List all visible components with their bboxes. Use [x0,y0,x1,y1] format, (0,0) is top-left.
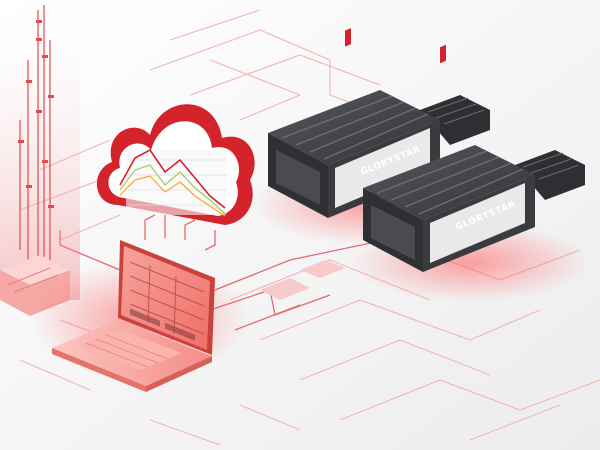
machine-red-accent [440,44,446,64]
cloud-chart-line-green [119,164,226,215]
cloud-chart-line-orange [119,175,226,217]
machine-red-accent [345,28,351,47]
laptop-icon [30,240,250,392]
cloud-icon [96,104,255,225]
laser-machine-icon: GLORYSTAR [350,44,590,302]
laptop-screen-ui [130,308,195,341]
server-tower-icon [0,0,80,316]
circuit-nodes [260,260,345,300]
cloud-chart-line-red [119,148,226,209]
